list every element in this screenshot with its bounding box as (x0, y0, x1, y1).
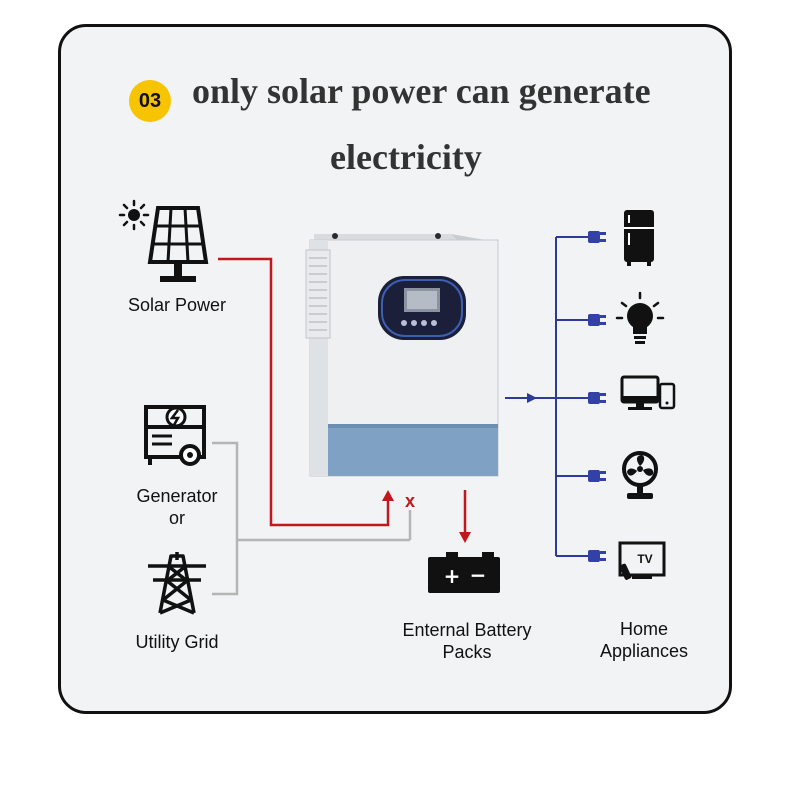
sun-icon (118, 199, 150, 231)
plug-icon (588, 392, 606, 404)
transmission-tower-icon (148, 552, 206, 615)
battery-minus: − (470, 563, 487, 587)
plug-icon (588, 550, 606, 562)
utility-grid-label: Utility Grid (135, 632, 218, 652)
plug-icon (588, 231, 606, 243)
or-label: or (169, 508, 185, 528)
lightbulb-icon (615, 291, 665, 344)
plug-icon (588, 314, 606, 326)
generator-icon (144, 405, 206, 466)
fridge-icon (624, 210, 654, 266)
generator-label: Generator (136, 486, 217, 506)
appliances-label-line2: Appliances (600, 641, 688, 661)
tv-text: TV (637, 552, 652, 566)
inverter-device (305, 233, 499, 477)
battery-icon: + − (428, 552, 500, 593)
title-line-1: only solar power can generate (192, 71, 651, 111)
battery-label-line1: Enternal Battery (402, 620, 531, 640)
tv-icon: TV (618, 541, 666, 580)
fan-icon (622, 451, 658, 499)
output-arrow (527, 393, 537, 403)
solar-connection-line (218, 257, 394, 527)
appliances-label-line1: Home (620, 619, 668, 639)
battery-label-line2: Packs (442, 642, 491, 662)
inverter-to-battery-arrow (459, 490, 471, 543)
title-line-2: electricity (330, 137, 482, 177)
battery-plus: + (444, 564, 461, 588)
step-badge: 03 (129, 80, 171, 122)
solar-power-label: Solar Power (128, 295, 226, 315)
grid-connection-line (212, 441, 412, 596)
plug-icons (588, 231, 606, 562)
computer-icon (620, 375, 676, 410)
solar-panel-icon (147, 206, 209, 282)
blocked-mark: x (405, 491, 415, 511)
plug-icon (588, 470, 606, 482)
appliance-bus-line (505, 236, 590, 557)
